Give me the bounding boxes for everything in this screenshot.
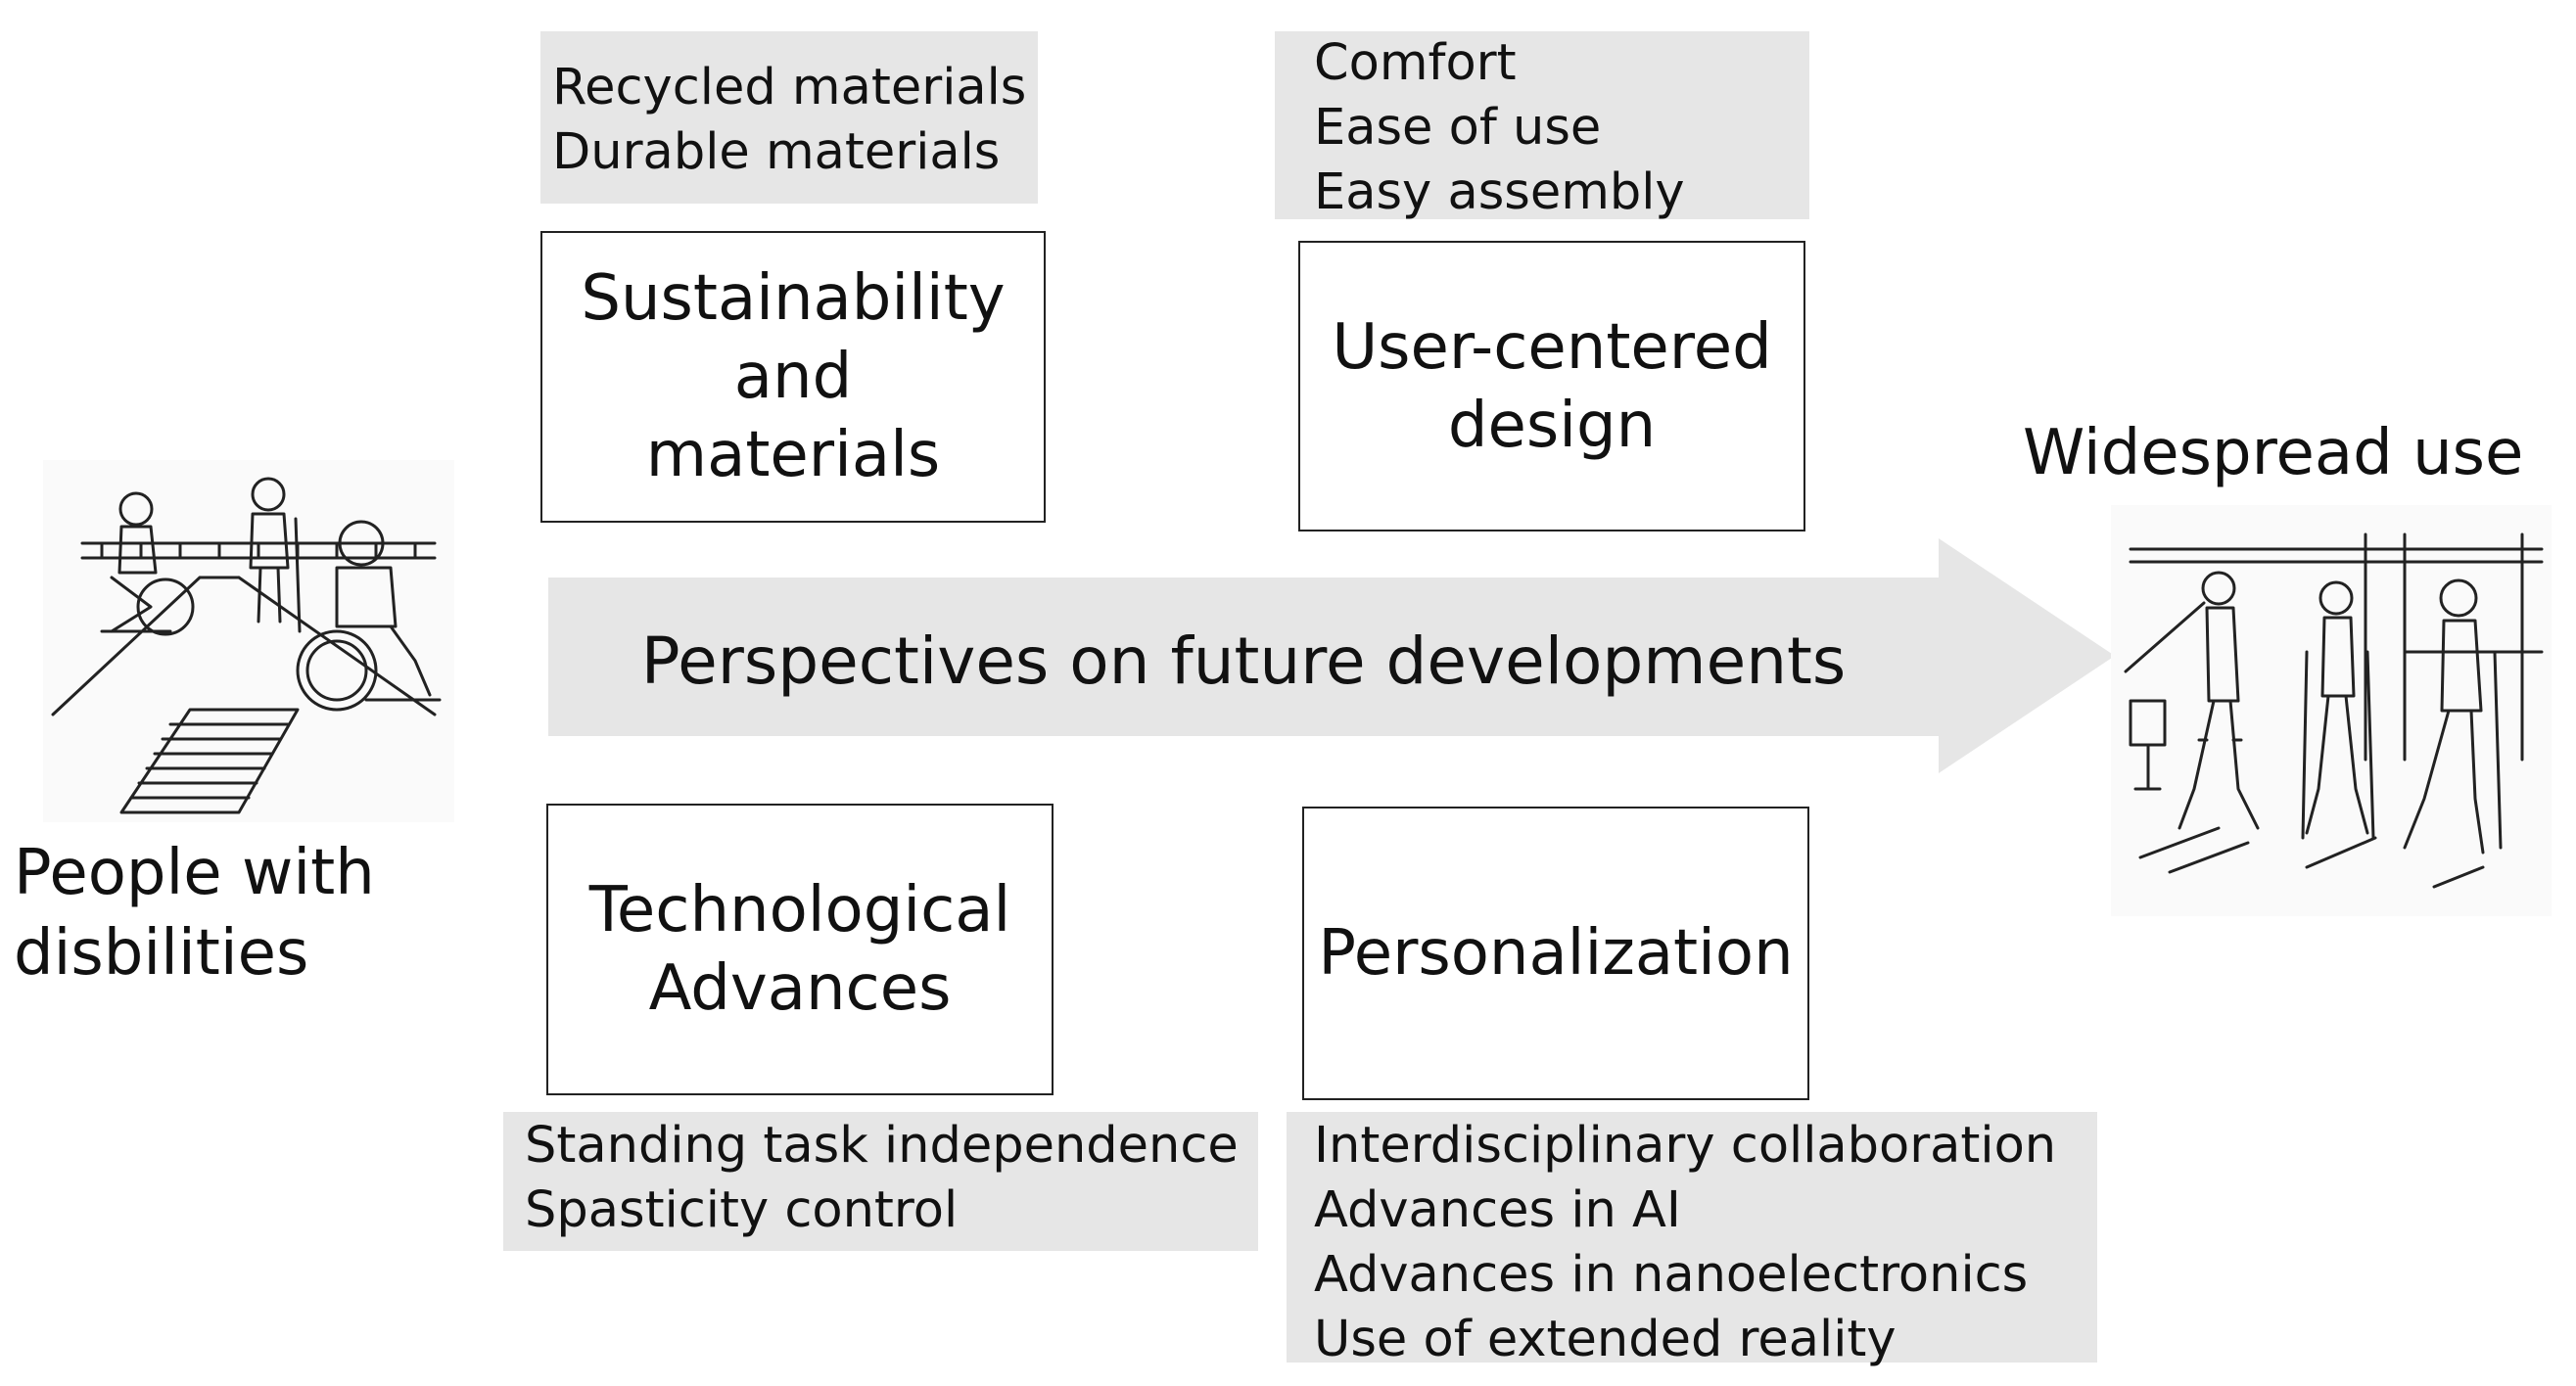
user-centered-design-box: User-centered design [1298,241,1805,531]
sustainability-box: Sustainability and materials [540,231,1046,523]
personalization-details: Interdisciplinary collaboration Advances… [1287,1112,2097,1368]
topic-title-line: User-centered [1332,310,1772,384]
people-walking-in-exoskeletons-illustration [2111,505,2552,916]
topic-title-line: Sustainability [581,262,1006,335]
arrow-shape [548,538,2115,773]
detail-item: Advances in AI [1314,1181,1681,1239]
topic-title-line: Advances [648,952,952,1025]
people-with-disabilities-label: People with disbilities [14,833,375,993]
detail-item: Durable materials [552,123,1001,181]
people-with-wheelchairs-illustration [43,460,454,822]
topic-title-line: Personalization [1318,917,1794,990]
technological-advances-box: Technological Advances [546,804,1054,1095]
detail-item: Spasticity control [525,1181,959,1239]
widespread-use-title: Widespread use [2023,417,2524,489]
sustainability-details: Recycled materials Durable materials [540,31,1038,204]
arrow-label: Perspectives on future developments [640,624,1847,699]
detail-item: Easy assembly [1314,163,1685,221]
personalization-box: Personalization [1302,807,1809,1100]
label-line: People with [14,837,375,909]
detail-item: Standing task independence [525,1117,1239,1175]
label-line: disbilities [14,917,309,990]
detail-item: Comfort [1314,34,1517,92]
detail-item: Interdisciplinary collaboration [1314,1117,2057,1175]
technological-details: Standing task independence Spasticity co… [503,1112,1258,1251]
detail-item: Ease of use [1314,99,1602,157]
topic-title-line: design [1447,389,1657,462]
detail-item: Use of extended reality [1314,1311,1897,1368]
user-centered-details: Comfort Ease of use Easy assembly [1275,31,1809,221]
topic-title-line: and [733,341,853,413]
topic-title-line: Technological [588,874,1011,947]
detail-item: Recycled materials [552,59,1027,116]
topic-title-line: materials [645,419,941,491]
detail-item: Advances in nanoelectronics [1314,1246,2029,1304]
